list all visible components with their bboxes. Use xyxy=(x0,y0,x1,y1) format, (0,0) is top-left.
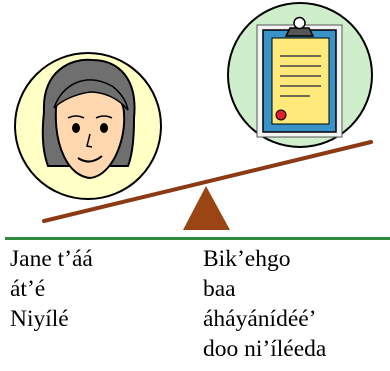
left-caption-line-3: Niyílé xyxy=(10,306,69,332)
right-caption-line-2: baa xyxy=(203,276,236,302)
balance-beam xyxy=(42,140,373,223)
fulcrum-triangle xyxy=(183,186,230,230)
person-face-icon xyxy=(14,52,162,200)
left-caption-line-2: át’é xyxy=(10,276,46,302)
right-caption-line-3: áháyánídéé’ xyxy=(203,306,317,332)
right-caption-line-1: Bik’ehgo xyxy=(203,246,291,272)
right-caption: Bik’ehgo baa áháyánídéé’ doo ni’íléeda xyxy=(203,244,326,364)
left-caption: Jane t’áá át’é Niyílé xyxy=(10,244,93,334)
right-caption-line-4: doo ni’íléeda xyxy=(203,336,327,362)
left-caption-line-1: Jane t’áá xyxy=(10,246,93,272)
clipboard-document-icon xyxy=(227,2,373,148)
